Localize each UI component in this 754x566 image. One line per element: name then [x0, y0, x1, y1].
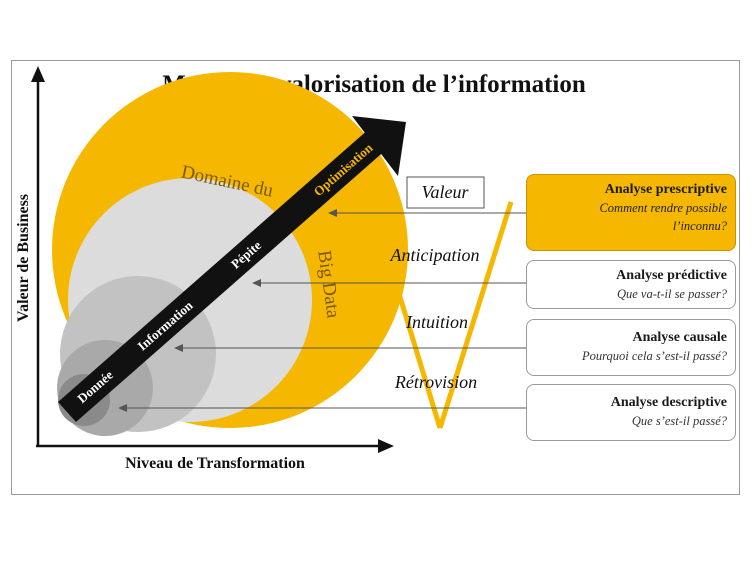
level-label-valeur: Valeur — [422, 182, 470, 202]
valeur-box — [406, 176, 485, 209]
analysis-subtitle-line: Pourquoi cela s’est-il passé? — [581, 349, 727, 363]
v-right-stroke — [437, 201, 514, 429]
axes: Valeur de Business Niveau de Transformat… — [15, 66, 394, 472]
analysis-title: Analyse causale — [632, 330, 728, 345]
analysis-box-causale: Analyse causale Pourquoi cela s’est-il p… — [526, 319, 736, 376]
analysis-subtitle-line: Que va-t-il se passer? — [616, 287, 727, 301]
analysis-title: Analyse prédictive — [616, 268, 727, 283]
analysis-box-descriptive: Analyse descriptive Que s’est-il passé? — [526, 384, 736, 441]
analysis-subtitle-line: l’inconnu? — [672, 219, 727, 233]
y-axis-arrowhead — [31, 66, 45, 82]
level-label-retrovision: Rétrovision — [394, 372, 477, 392]
v-shape — [368, 201, 514, 429]
x-axis-arrowhead — [378, 439, 394, 453]
analysis-title: Analyse prescriptive — [604, 182, 727, 197]
analysis-subtitle-line: Comment rendre possible — [599, 201, 727, 215]
analysis-box-predictive: Analyse prédictive Que va-t-il se passer… — [526, 260, 736, 309]
level-label-intuition: Intuition — [405, 312, 468, 332]
x-axis-label: Niveau de Transformation — [125, 455, 305, 472]
analysis-box-prescriptive: Analyse prescriptive Comment rendre poss… — [526, 174, 736, 251]
analysis-subtitle-line: Que s’est-il passé? — [631, 414, 727, 428]
connector-arrows — [118, 209, 526, 412]
v-left-stroke — [368, 201, 443, 429]
level-label-anticipation: Anticipation — [390, 245, 480, 265]
analysis-title: Analyse descriptive — [610, 395, 727, 410]
y-axis-label: Valeur de Business — [15, 194, 32, 322]
